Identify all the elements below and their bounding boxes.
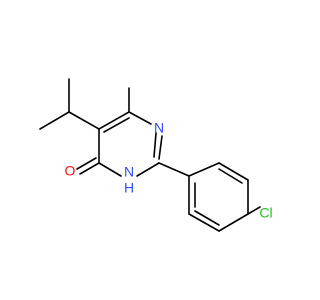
bond-ph-inner-1	[218, 168, 243, 184]
bond-c5-isopropyl	[68, 111, 100, 130]
bond-c2-phenyl	[158, 162, 190, 177]
bond-c4-o-1	[79, 162, 100, 175]
molecule-canvas: N N H O Cl	[39, 78, 273, 232]
atom-labels: N N H O Cl	[65, 120, 273, 221]
bonds	[39, 78, 261, 232]
bond-ph-1	[188, 162, 220, 177]
oxygen-atom: O	[65, 163, 76, 179]
bond-phenyl-cl	[247, 206, 261, 215]
chlorine-atom: Cl	[259, 205, 272, 221]
nitrogen-atom-nh: N	[124, 164, 134, 180]
bond-n1-c2	[158, 135, 163, 160]
hydrogen-atom-nh: H	[124, 180, 134, 196]
bond-ph-inner-2	[194, 210, 220, 226]
bond-isopropyl-methyl-left	[39, 111, 70, 130]
molecule-structure: N N H O Cl	[39, 78, 273, 232]
bond-n3-c4	[98, 162, 122, 177]
bond-ph-4	[218, 213, 249, 232]
bond-c2-n3	[136, 162, 160, 177]
bond-c5-c6	[98, 111, 130, 130]
bond-ph-5	[188, 213, 220, 232]
bond-ph-2	[218, 162, 249, 181]
bond-n1-c2-inner	[153, 132, 157, 158]
bond-c6-n1	[128, 111, 152, 125]
nitrogen-atom-top: N	[154, 120, 164, 136]
bond-c5-c6-inner	[103, 117, 130, 133]
bond-c4-o-2	[76, 157, 97, 170]
